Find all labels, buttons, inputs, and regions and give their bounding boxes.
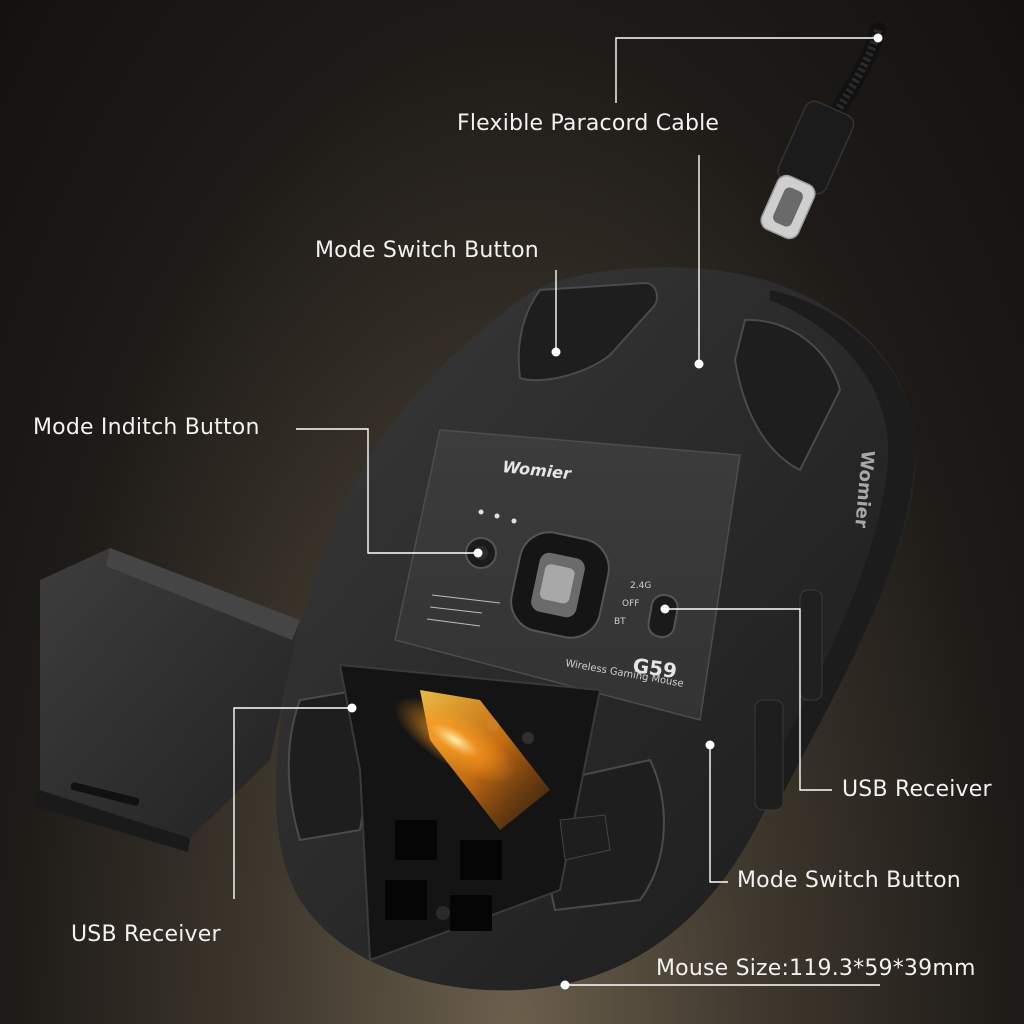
indicator-led-3 xyxy=(511,518,517,524)
callout-line-mode-switch-bottom xyxy=(709,745,728,883)
indicator-led-1 xyxy=(478,509,484,515)
label-usb-receiver-right: USB Receiver xyxy=(842,777,992,802)
label-usb-receiver-left: USB Receiver xyxy=(71,922,221,947)
label-flexible-paracord-cable: Flexible Paracord Cable xyxy=(457,111,720,136)
mode-2g4-label: 2.4G xyxy=(630,581,651,591)
callout-lines xyxy=(233,37,880,986)
label-mode-inditch-button: Mode Inditch Button xyxy=(33,415,260,440)
light-flare xyxy=(394,696,516,784)
indicator-led-2 xyxy=(494,513,500,519)
callout-line-usb-receiver-right xyxy=(665,608,832,791)
label-mode-switch-button-top: Mode Switch Button xyxy=(315,238,539,263)
callout-line-usb-receiver-left xyxy=(233,707,352,899)
paracord-cable xyxy=(760,22,886,240)
callout-line-cable xyxy=(615,37,878,103)
callout-dots xyxy=(347,33,883,990)
label-mouse-size: Mouse Size:119.3*59*39mm xyxy=(656,956,976,981)
label-mode-switch-button-bottom: Mode Switch Button xyxy=(737,868,961,893)
label-plate: Womier G59 Wireless Gaming Mouse 2.4G OF… xyxy=(394,429,741,721)
mode-off-label: OFF xyxy=(622,599,639,609)
mode-bt-label: BT xyxy=(614,617,626,627)
regulatory-print xyxy=(426,594,501,627)
receiver-bay xyxy=(338,663,611,962)
callout-line-mode-inditch xyxy=(296,428,478,554)
mode-switch-toggle xyxy=(647,593,679,639)
receiver-cover xyxy=(34,548,300,852)
